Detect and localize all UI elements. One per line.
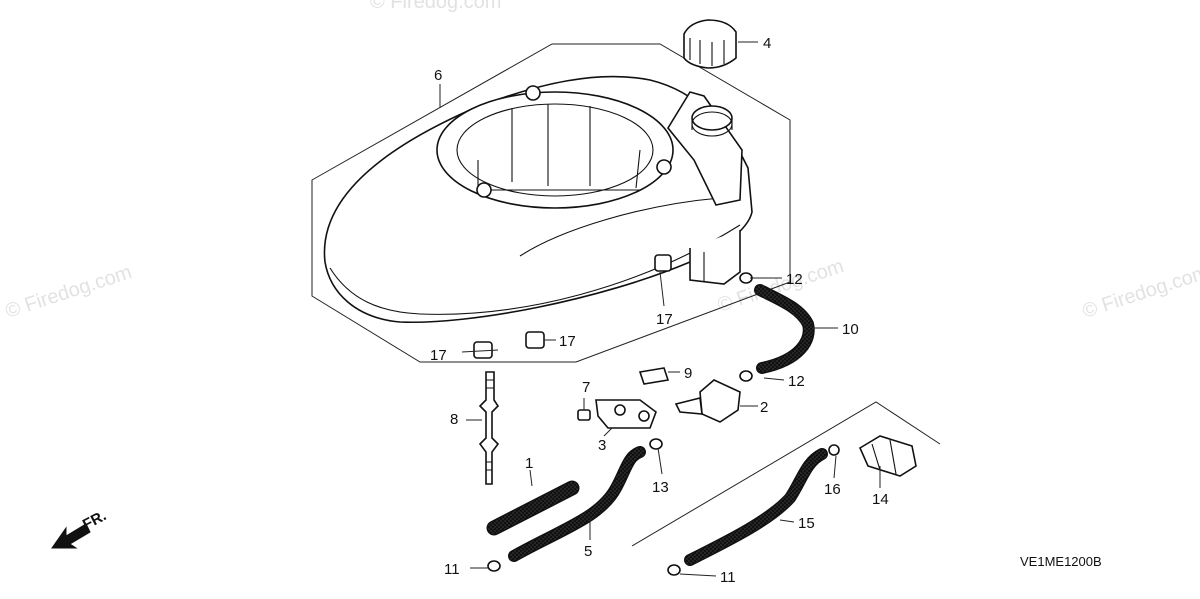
callout-4: 4 — [763, 35, 771, 52]
callout-17: 17 — [430, 347, 447, 364]
callout-8: 8 — [450, 411, 458, 428]
optional-parts-boundary — [631, 401, 941, 547]
diagram-code: VE1ME1200B — [1020, 554, 1102, 569]
fuel-cap — [683, 19, 737, 69]
callout-1: 1 — [525, 455, 533, 472]
callout-2: 2 — [760, 399, 768, 416]
callout-17: 17 — [559, 333, 576, 350]
callout-12: 12 — [788, 373, 805, 390]
callout-16: 16 — [824, 481, 841, 498]
callout-6: 6 — [434, 67, 442, 84]
callout-10: 10 — [842, 321, 859, 338]
watermark: © Firedog.com — [370, 0, 501, 13]
grommets — [473, 254, 672, 359]
front-direction-indicator: FR. — [51, 507, 109, 549]
callout-13: 13 — [652, 479, 669, 496]
callout-11: 11 — [720, 569, 736, 586]
callout-7: 7 — [582, 379, 590, 396]
callout-11: 11 — [444, 561, 460, 578]
callouts: 1 2 3 4 5 6 7 8 9 10 11 11 12 12 13 14 1… — [430, 35, 889, 586]
hose-clips — [487, 272, 840, 576]
valve-bracket — [577, 367, 670, 429]
callout-14: 14 — [872, 491, 889, 508]
fuel-tank-shroud — [323, 75, 753, 324]
callout-3: 3 — [598, 437, 606, 454]
front-direction-arrow-icon — [51, 523, 91, 549]
callout-9: 9 — [684, 365, 692, 382]
watermark: © Firedog.com — [3, 261, 135, 323]
callout-12: 12 — [786, 271, 803, 288]
leader-lines — [439, 41, 881, 577]
fuel-tank-assembly-boundary — [311, 43, 791, 363]
callout-15: 15 — [798, 515, 815, 532]
stud-bolt — [478, 371, 500, 485]
watermark: © Firedog.com — [1080, 261, 1200, 323]
callout-17: 17 — [656, 311, 673, 328]
fuel-valve — [674, 379, 741, 423]
fuel-valve-14 — [858, 435, 917, 477]
callout-5: 5 — [584, 543, 592, 560]
